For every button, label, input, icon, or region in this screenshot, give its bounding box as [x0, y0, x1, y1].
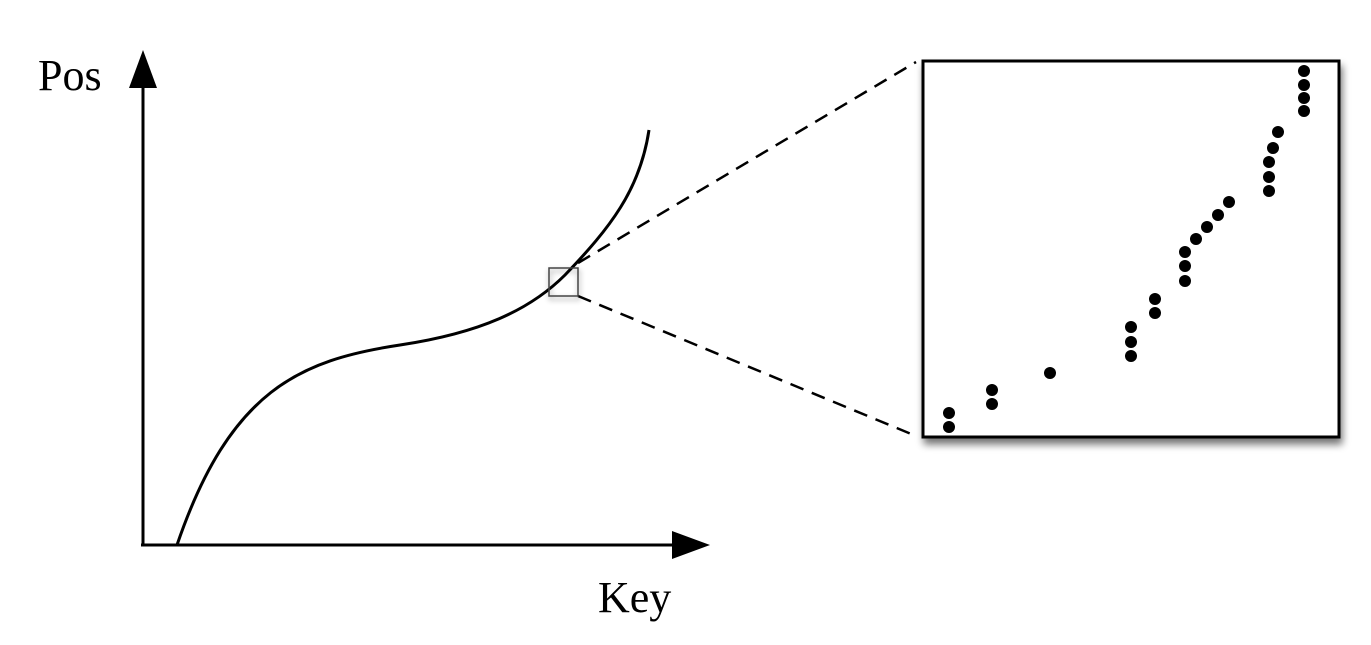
cdf-curve: [175, 129, 651, 546]
zoom-region-box: [548, 267, 579, 297]
key-point: [1298, 79, 1310, 91]
zoom-guide-top: [577, 60, 917, 265]
key-point: [1149, 293, 1161, 305]
key-point: [1179, 246, 1191, 258]
x-axis-label: Key: [598, 573, 671, 622]
key-point: [1272, 126, 1284, 138]
y-axis-arrowhead: [129, 50, 157, 88]
key-point: [1223, 196, 1235, 208]
magnified-inset: [921, 59, 1341, 439]
key-point: [943, 421, 955, 433]
key-point: [986, 384, 998, 396]
key-point: [1149, 307, 1161, 319]
key-point: [1263, 171, 1275, 183]
key-point: [986, 398, 998, 410]
key-point: [1044, 367, 1056, 379]
key-point: [1179, 260, 1191, 272]
key-point: [1298, 65, 1310, 77]
key-point: [1267, 142, 1279, 154]
key-point: [1190, 233, 1202, 245]
key-point: [1125, 321, 1137, 333]
axes: [129, 50, 710, 559]
key-point: [1212, 209, 1224, 221]
key-point: [1298, 92, 1310, 104]
x-axis-arrowhead: [672, 531, 710, 559]
key-point: [1125, 336, 1137, 348]
key-point: [943, 407, 955, 419]
key-point: [1125, 350, 1137, 362]
inset-points: [943, 65, 1310, 433]
key-point: [1263, 156, 1275, 168]
key-point: [1298, 105, 1310, 117]
key-point: [1201, 221, 1213, 233]
zoom-guide-bottom: [577, 294, 917, 438]
key-point: [1263, 185, 1275, 197]
inset-frame: [921, 59, 1341, 439]
y-axis-label: Pos: [38, 51, 102, 100]
key-point: [1179, 275, 1191, 287]
